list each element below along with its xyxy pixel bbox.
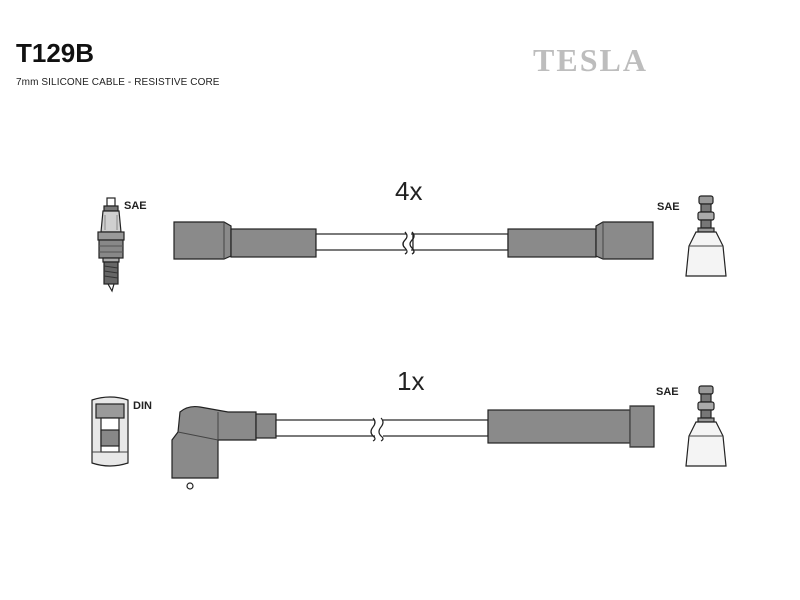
brand-logo: TESLA <box>533 42 648 78</box>
coil-terminal-icon <box>685 195 727 277</box>
quantity-bottom-set: 1x <box>397 366 425 396</box>
cable-assembly-top <box>173 221 654 260</box>
connector-label-din: DIN <box>133 400 152 412</box>
din-socket-icon <box>91 396 129 467</box>
part-number: T129B <box>16 38 95 68</box>
quantity-top-set: 4x <box>395 176 423 206</box>
product-description: 7mm SILICONE CABLE - RESISTIVE CORE <box>16 77 220 88</box>
connector-label-sae-right-top: SAE <box>657 201 680 213</box>
connector-label-sae-left: SAE <box>124 200 147 212</box>
coil-terminal-icon <box>685 385 727 467</box>
connector-label-sae-right-bottom: SAE <box>656 386 679 398</box>
spark-plug-icon <box>97 197 125 293</box>
cable-assembly-bottom <box>171 405 655 490</box>
